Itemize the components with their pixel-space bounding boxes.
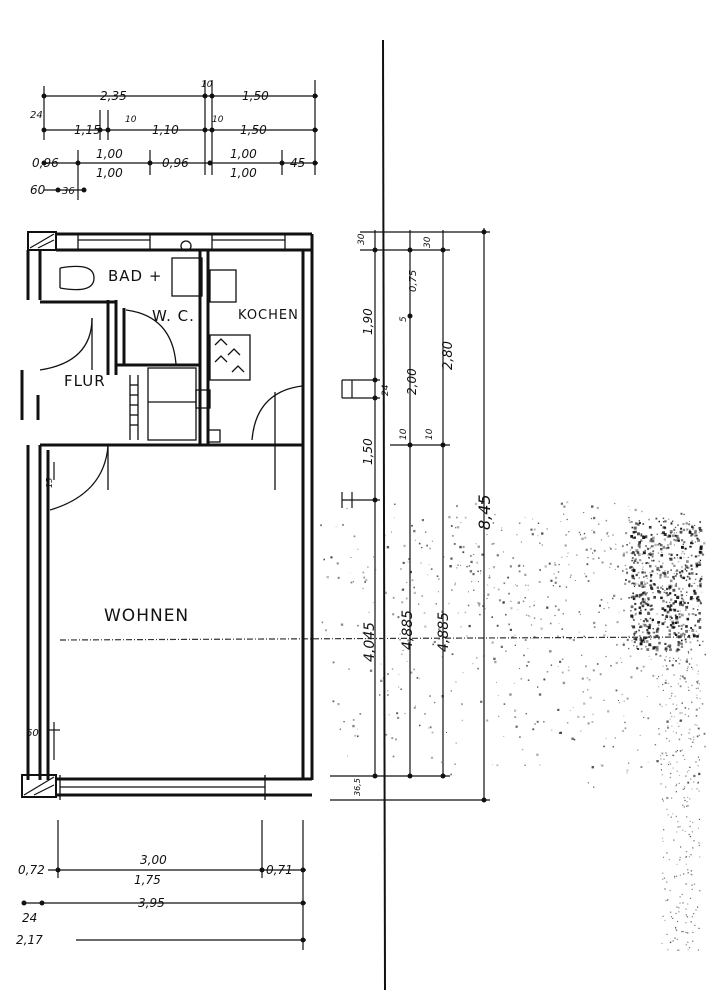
dim-b1-bot: 1,75 bbox=[134, 873, 161, 887]
bottom-dimension-lines bbox=[21, 462, 306, 950]
dim-r1-a: 2,35 bbox=[100, 89, 127, 103]
dim-r2-a: 1,15 bbox=[74, 123, 101, 137]
dim-c2-d: 10 bbox=[399, 428, 409, 440]
door-swings bbox=[39, 309, 303, 511]
dim-bottom-small: 36,5 bbox=[353, 778, 362, 796]
room-label-wc: W. C. bbox=[152, 307, 195, 325]
left-dimension-labels: 15 60 bbox=[26, 478, 54, 739]
room-label-kochen: KOCHEN bbox=[238, 308, 299, 323]
dim-b1-right: 0,71 bbox=[266, 863, 293, 877]
bottom-dimension-labels: 0,72 3,00 1,75 0,71 24 3,95 2,17 bbox=[16, 853, 293, 947]
right-dimension-lines bbox=[330, 228, 490, 803]
dim-c3-b: 10 bbox=[425, 428, 435, 440]
dim-door-15: 15 bbox=[45, 478, 54, 488]
dim-c1-d: 4,045 bbox=[362, 622, 378, 662]
dim-r3-b-top: 1,00 bbox=[96, 147, 123, 161]
dim-r2-e: 1,50 bbox=[240, 123, 267, 137]
dim-c2-e: 4,885 bbox=[400, 610, 416, 650]
dim-r2-d: 10 bbox=[212, 115, 224, 125]
dim-r3-e: 45 bbox=[290, 156, 305, 170]
dim-r3-d-bot: 1,00 bbox=[230, 166, 257, 180]
dim-r1-left: 24 bbox=[30, 110, 43, 121]
dim-c3-c: 4,885 bbox=[436, 612, 452, 652]
dim-b1-left: 0,72 bbox=[18, 863, 45, 877]
walls bbox=[20, 231, 314, 800]
dim-c2-a: 0,75 bbox=[408, 270, 419, 292]
dim-b3-left: 2,17 bbox=[16, 933, 43, 947]
dim-b1-top: 3,00 bbox=[140, 853, 167, 867]
dim-c4-total: 8,45 bbox=[475, 494, 494, 530]
fixtures bbox=[59, 240, 251, 381]
top-dimension-lines bbox=[41, 80, 318, 200]
dim-c2-top: 30 bbox=[423, 236, 433, 248]
room-label-bad: BAD + bbox=[108, 267, 162, 285]
room-label-wohnen: WOHNEN bbox=[104, 606, 189, 626]
dim-b2-left: 24 bbox=[22, 911, 37, 925]
dim-r1-b: 10 bbox=[201, 80, 213, 90]
scan-fold-line bbox=[382, 39, 386, 991]
dim-side-60: 60 bbox=[26, 728, 39, 739]
dim-c3-a: 2,80 bbox=[441, 341, 456, 370]
top-dimension-labels: 2,35 10 1,50 24 1,15 10 1,10 10 1,50 0,9… bbox=[30, 80, 305, 197]
room-labels: BAD + W. C. KOCHEN FLUR WOHNEN bbox=[64, 267, 299, 626]
dim-r4-a: 60 bbox=[30, 183, 46, 197]
scan-horizontal-line bbox=[59, 636, 691, 641]
dim-r3-a: 0,96 bbox=[32, 156, 59, 170]
dim-r2-c: 1,10 bbox=[152, 123, 179, 137]
dim-c1-a: 1,90 bbox=[361, 308, 375, 335]
dim-r3-d-top: 1,00 bbox=[230, 147, 257, 161]
right-dimension-labels: 30 1,90 24 1,50 4,045 30 0,75 5 2,00 10 … bbox=[353, 233, 494, 796]
dim-b2-mid: 3,95 bbox=[138, 896, 165, 910]
scan-noise bbox=[320, 501, 706, 951]
dim-c2-c: 2,00 bbox=[405, 368, 419, 395]
dim-c1-c: 1,50 bbox=[361, 438, 375, 465]
room-label-flur: FLUR bbox=[64, 372, 106, 390]
dim-r3-c: 0,96 bbox=[162, 156, 189, 170]
dim-r4-b: 36 bbox=[62, 186, 75, 197]
dim-r3-b-bot: 1,00 bbox=[96, 166, 123, 180]
dim-r2-b: 10 bbox=[125, 115, 137, 125]
dim-c1-top: 30 bbox=[357, 233, 367, 245]
dim-r1-c: 1,50 bbox=[242, 89, 269, 103]
dim-c2-b: 5 bbox=[399, 316, 409, 322]
dim-c1-b: 24 bbox=[381, 384, 391, 396]
